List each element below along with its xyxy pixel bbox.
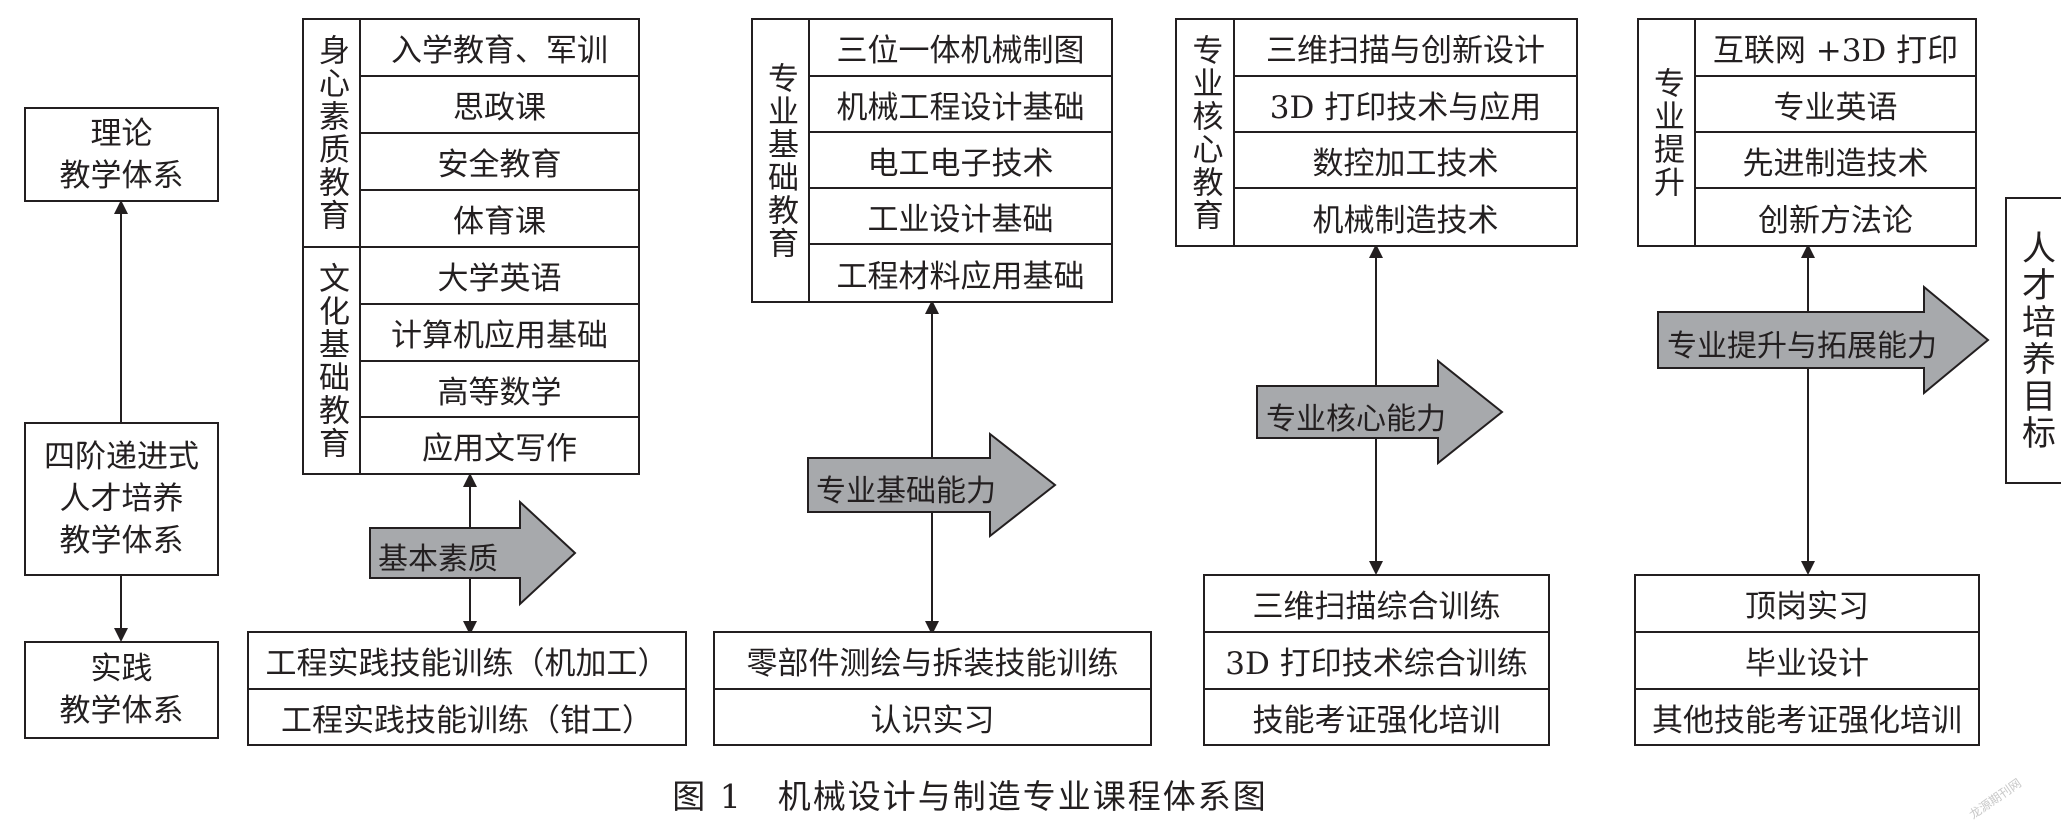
stage3-theory-block: 专业核心教育 三维扫描与创新设计 3D 打印技术与应用 数控加工技术 机械制造技…	[1175, 18, 1578, 247]
stage2-course: 三位一体机械制图	[810, 20, 1111, 77]
stage1-course: 思政课	[361, 77, 638, 134]
stage4-ability-arrow	[1657, 284, 1990, 396]
stage2-theory-block: 专业基础教育 三位一体机械制图 机械工程设计基础 电工电子技术 工业设计基础 工…	[751, 18, 1113, 303]
stage4-ability-label: 专业提升与拓展能力	[1667, 329, 1937, 364]
stage2-course: 电工电子技术	[810, 133, 1111, 189]
stage4-course: 专业英语	[1696, 77, 1975, 133]
stage4-theory-block: 专业提升 互联网 +3D 打印 专业英语 先进制造技术 创新方法论	[1637, 18, 1977, 247]
stage1-course: 计算机应用基础	[361, 305, 638, 362]
stage3-course: 数控加工技术	[1235, 133, 1576, 189]
stage3-practice-item: 3D 打印技术综合训练	[1205, 633, 1548, 690]
stage2-course: 机械工程设计基础	[810, 77, 1111, 133]
stage1-practice-block: 工程实践技能训练（机加工） 工程实践技能训练（钳工）	[247, 631, 687, 746]
stage2-practice-block: 零部件测绘与拆装技能训练 认识实习	[713, 631, 1152, 746]
talent-target-box: 人才培养目标	[2005, 197, 2061, 484]
stage2-course: 工业设计基础	[810, 189, 1111, 245]
stage1-course: 高等数学	[361, 362, 638, 418]
stage2-course: 工程材料应用基础	[836, 258, 1085, 295]
stage3-ability-label: 专业核心能力	[1266, 402, 1446, 437]
stage2-practice-item: 零部件测绘与拆装技能训练	[715, 633, 1150, 690]
practice-system-box: 实践 教学体系	[24, 641, 219, 739]
stage4-practice-item: 顶岗实习	[1636, 576, 1978, 633]
stage1-ability-arrow	[369, 499, 577, 607]
stage1-course: 应用文写作	[422, 431, 577, 467]
stage1-course: 体育课	[361, 191, 638, 248]
stage1-course: 入学教育、军训	[361, 20, 638, 77]
stage3-course: 三维扫描与创新设计	[1235, 20, 1576, 77]
stage1-theory-block: 身心素质教育 文化基础教育 入学教育、军训 思政课 安全教育 体育课 大学英语 …	[302, 18, 640, 475]
stage1-practice-item: 工程实践技能训练（钳工）	[281, 702, 653, 739]
stage1-course: 大学英语	[361, 248, 638, 305]
stage2-ability-label: 专业基础能力	[816, 474, 996, 509]
stage1-ability-label: 基本素质	[378, 542, 498, 577]
stage4-practice-item: 毕业设计	[1636, 633, 1978, 690]
stage1-course: 安全教育	[361, 134, 638, 191]
stage3-practice-item: 技能考证强化培训	[1252, 702, 1501, 739]
stage2-label: 专业基础教育	[753, 20, 810, 301]
center-system-box: 四阶递进式 人才培养 教学体系	[24, 422, 219, 576]
stage3-practice-item: 三维扫描综合训练	[1205, 576, 1548, 633]
stage1-group2-label: 文化基础教育	[304, 248, 361, 473]
stage1-practice-item: 工程实践技能训练（机加工）	[249, 633, 685, 690]
stage2-practice-item: 认识实习	[870, 702, 995, 739]
stage4-course: 创新方法论	[1758, 202, 1913, 239]
stage4-course: 先进制造技术	[1696, 133, 1975, 189]
stage2-ability-arrow	[807, 431, 1057, 539]
stage3-ability-arrow	[1256, 358, 1504, 466]
stage3-course: 3D 打印技术与应用	[1235, 77, 1576, 133]
stage3-course: 机械制造技术	[1312, 202, 1499, 239]
theory-system-box: 理论 教学体系	[24, 107, 219, 202]
stage4-label: 专业提升	[1639, 20, 1696, 245]
stage4-course: 互联网 +3D 打印	[1696, 20, 1975, 77]
figure-caption: 图 1 机械设计与制造专业课程体系图	[672, 777, 1268, 816]
stage1-group1-label: 身心素质教育	[304, 20, 361, 248]
stage3-label: 专业核心教育	[1177, 20, 1235, 245]
stage4-practice-block: 顶岗实习 毕业设计 其他技能考证强化培训	[1634, 574, 1980, 746]
stage4-practice-item: 其他技能考证强化培训	[1652, 702, 1962, 739]
stage3-practice-block: 三维扫描综合训练 3D 打印技术综合训练 技能考证强化培训	[1203, 574, 1550, 746]
